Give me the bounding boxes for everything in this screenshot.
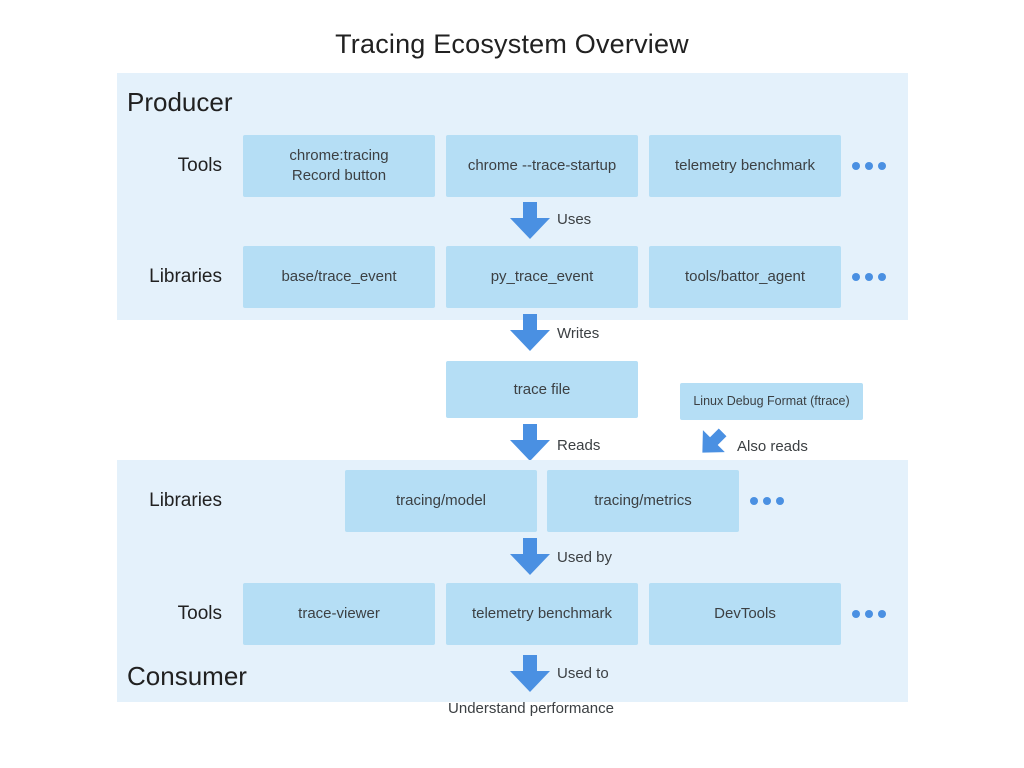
node-telemetry-benchmark-producer: telemetry benchmark <box>649 135 841 197</box>
node-py-trace-event: py_trace_event <box>446 246 638 308</box>
used-by-arrow-label: Used by <box>557 549 613 566</box>
producer-heading: Producer <box>127 87 233 117</box>
writes-arrow-label: Writes <box>557 325 600 342</box>
ellipsis-icon <box>852 162 886 170</box>
ellipsis-icon <box>852 610 886 618</box>
producer-libraries-label: Libraries <box>149 266 222 287</box>
ellipsis-icon <box>852 273 886 281</box>
node-chrome-trace-startup: chrome --trace-startup <box>446 135 638 197</box>
down-arrow-icon <box>510 538 550 575</box>
down-left-arrow-icon <box>702 428 727 453</box>
writes-arrow <box>510 314 550 351</box>
node-linux-debug-format: Linux Debug Format (ftrace) <box>680 383 863 420</box>
producer-tools-label: Tools <box>177 155 222 176</box>
node-telemetry-benchmark-consumer: telemetry benchmark <box>446 583 638 645</box>
node-tools-battor-agent: tools/battor_agent <box>649 246 841 308</box>
node-tracing-metrics: tracing/metrics <box>547 470 739 532</box>
down-arrow-icon <box>510 202 550 239</box>
node-trace-viewer: trace-viewer <box>243 583 435 645</box>
uses-arrow-label: Uses <box>557 211 592 228</box>
page-title: Tracing Ecosystem Overview <box>335 29 689 59</box>
node-chrome-tracing-record-button: chrome:tracing Record button <box>243 135 435 197</box>
used-to-arrow-label: Used to <box>557 665 609 682</box>
consumer-heading: Consumer <box>127 661 247 691</box>
consumer-tools-label: Tools <box>177 603 222 624</box>
node-tracing-model: tracing/model <box>345 470 537 532</box>
node-devtools: DevTools <box>649 583 841 645</box>
also-reads-arrow-label: Also reads <box>737 438 808 455</box>
down-arrow-icon <box>510 314 550 351</box>
used-by-arrow <box>510 538 550 575</box>
down-arrow-icon <box>510 424 550 461</box>
also-reads-arrow <box>691 421 733 463</box>
understand-performance-text: Understand performance <box>448 700 614 717</box>
down-arrow-icon <box>510 655 550 692</box>
consumer-libraries-label: Libraries <box>149 490 222 511</box>
uses-arrow <box>510 202 550 239</box>
node-base-trace-event: base/trace_event <box>243 246 435 308</box>
node-trace-file: trace file <box>446 361 638 418</box>
used-to-arrow <box>510 655 550 692</box>
ellipsis-icon <box>750 497 784 505</box>
reads-arrow <box>510 424 550 461</box>
reads-arrow-label: Reads <box>557 437 601 454</box>
